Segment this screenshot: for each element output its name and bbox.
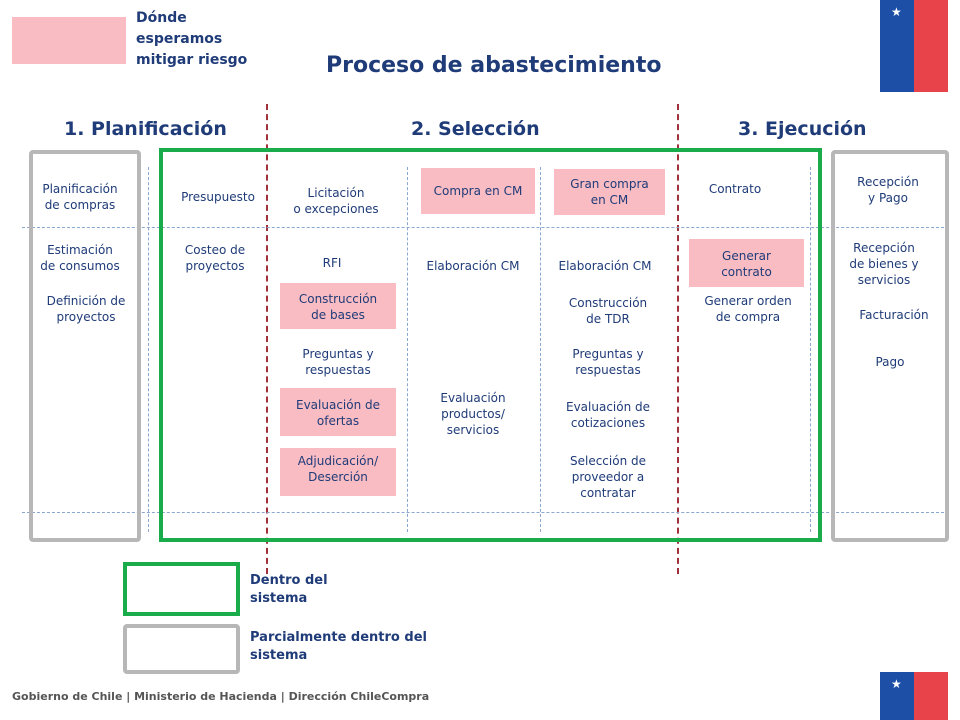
step-estimacion-consumos: Estimación de consumos: [40, 243, 120, 273]
legend-green-swatch: [123, 562, 240, 616]
step-rfi: RFI: [322, 256, 342, 270]
step-construccion-bases: Construcción de bases: [280, 283, 396, 329]
phase-divider-2: [677, 104, 679, 574]
step-costeo-proyectos: Costeo de proyectos: [184, 243, 246, 273]
page-title: Proceso de abastecimiento: [326, 53, 662, 78]
step-generar-orden-compra: Generar orden de compra: [704, 294, 792, 324]
step-elaboracion-cm-gran: Elaboración CM: [558, 259, 652, 273]
step-adjudicacion: Adjudicación/ Deserción: [280, 448, 396, 496]
chile-flag-top: ★: [880, 0, 948, 92]
step-compra-cm: Compra en CM: [421, 168, 535, 214]
column-divider-1: [148, 167, 149, 532]
step-evaluacion-productos: Evaluación productos/ servicios: [440, 391, 506, 437]
legend-dentro-label: Dentro del sistema: [250, 573, 328, 606]
phase-divider-1: [266, 104, 268, 574]
column-divider-2: [407, 167, 408, 532]
phase-ejecucion: 3. Ejecución: [738, 118, 867, 140]
planificacion-system-box: [29, 150, 141, 542]
column-divider-4: [810, 167, 811, 532]
risk-legend-label: Dónde esperamos mitigar riesgo: [136, 10, 248, 68]
step-evaluacion-ofertas: Evaluación de ofertas: [280, 388, 396, 436]
step-facturacion: Facturación: [859, 308, 929, 322]
step-contrato: Contrato: [708, 182, 762, 196]
star-icon: ★: [891, 677, 902, 691]
phase-seleccion: 2. Selección: [411, 118, 540, 140]
step-definicion-proyectos: Definición de proyectos: [46, 294, 126, 324]
step-seleccion-proveedor: Selección de proveedor a contratar: [569, 454, 646, 500]
core-system-box: [159, 148, 822, 542]
step-licitacion: Licitación o excepciones: [293, 186, 379, 216]
legend-parcial-label: Parcialmente dentro del sistema: [250, 630, 427, 663]
ejecucion-system-box: [831, 150, 949, 542]
step-gran-compra-cm: Gran compra en CM: [554, 169, 665, 215]
footer-text: Gobierno de Chile | Ministerio de Hacien…: [12, 690, 430, 703]
step-recepcion-bienes: Recepción de bienes y servicios: [849, 241, 919, 287]
column-divider-3: [540, 167, 541, 532]
step-construccion-tdr: Construcción de TDR: [568, 296, 648, 326]
phase-planificacion: 1. Planificación: [64, 118, 227, 140]
legend-gray-swatch: [123, 624, 240, 674]
step-preguntas-respuestas-licitacion: Preguntas y respuestas: [302, 347, 374, 377]
star-icon: ★: [891, 5, 902, 19]
chile-flag-bottom: ★: [880, 672, 948, 720]
step-recepcion-pago: Recepción y Pago: [857, 175, 919, 205]
step-planificacion-compras: Planificación de compras: [42, 182, 118, 212]
grid-line-bottom: [22, 512, 944, 513]
step-preguntas-respuestas-gran: Preguntas y respuestas: [572, 347, 644, 377]
grid-line-top: [22, 227, 944, 228]
step-elaboracion-cm-compra: Elaboración CM: [426, 259, 520, 273]
risk-legend-swatch: [12, 17, 126, 64]
step-evaluacion-cotizaciones: Evaluación de cotizaciones: [565, 400, 651, 430]
step-generar-contrato: Generar contrato: [689, 239, 804, 287]
step-pago: Pago: [875, 355, 905, 369]
step-presupuesto: Presupuesto: [181, 190, 255, 204]
